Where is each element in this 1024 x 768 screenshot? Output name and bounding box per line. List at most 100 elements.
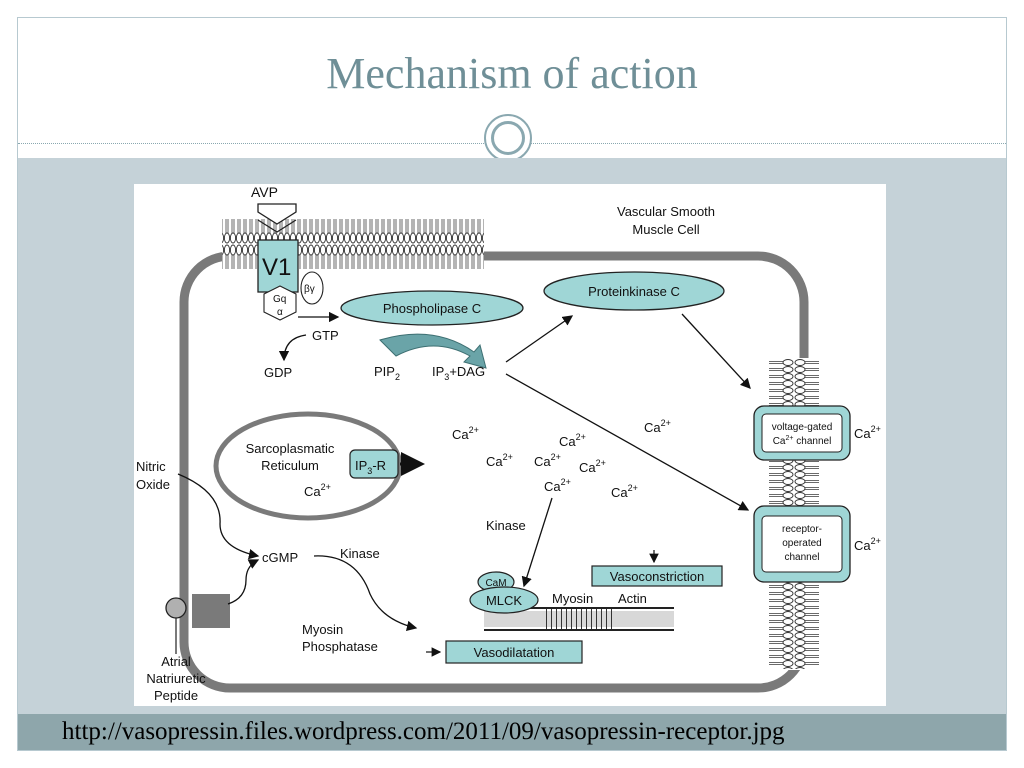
beta-gamma-label: βγ xyxy=(304,284,315,295)
ip-text: IP xyxy=(432,364,444,379)
mlck-label: MLCK xyxy=(486,593,522,608)
ip-subscript: 3 xyxy=(444,372,449,382)
v1-receptor xyxy=(257,239,299,293)
vg-label-line1: voltage-gated xyxy=(772,422,833,433)
ca-ion-2-text: Ca xyxy=(559,434,576,449)
ca-ion-7: Ca2+ xyxy=(544,477,571,494)
ca-ion-6: Ca2+ xyxy=(579,458,606,475)
ca-ion-4: Ca2+ xyxy=(486,452,513,469)
mlck xyxy=(469,586,539,614)
kinase-label-mlck: Kinase xyxy=(486,518,526,533)
myosin-crossbridges xyxy=(544,609,616,629)
cgmp-label: cGMP xyxy=(262,550,298,565)
ca-ion-3-text: Ca xyxy=(644,420,661,435)
ca-ion-3-sup: 2+ xyxy=(661,418,671,428)
receptor-operated-channel-label-box xyxy=(761,515,843,573)
kinase-label-cgmp: Kinase xyxy=(340,546,380,561)
ca-ion-5-text: Ca xyxy=(534,454,551,469)
ca-ion-3: Ca2+ xyxy=(644,418,671,435)
cam-label: CaM xyxy=(485,578,506,589)
arrow-pkc-to-vg-channel xyxy=(681,313,751,389)
ca-ion-7-text: Ca xyxy=(544,479,561,494)
vasodilatation-label: Vasodilatation xyxy=(474,645,555,660)
beta-gamma-subunit xyxy=(300,271,324,305)
avp-binding-site xyxy=(257,219,297,233)
arrow-cgmp-to-phosphatase xyxy=(313,555,418,631)
ca-ion-5: Ca2+ xyxy=(534,452,561,469)
vasodilatation-box xyxy=(445,640,583,664)
ca-ion-4-sup: 2+ xyxy=(503,452,513,462)
alpha-label: α xyxy=(277,307,283,318)
ip3r-label: IP3-R xyxy=(355,458,386,476)
cell-label-line1: Vascular Smooth xyxy=(617,204,715,219)
avp-label: AVP xyxy=(251,184,278,200)
gdp-label: GDP xyxy=(264,365,292,380)
source-url: http://vasopressin.files.wordpress.com/2… xyxy=(62,718,785,745)
phospholipase-c xyxy=(340,290,524,326)
ca-ion-2: Ca2+ xyxy=(559,432,586,449)
oxide-label: Oxide xyxy=(136,477,170,492)
ip3-receptor xyxy=(349,449,399,479)
vasoconstriction-box xyxy=(591,565,723,587)
vg-channel-text: channel xyxy=(793,436,831,447)
anp-label-line2: Natriuretic xyxy=(146,671,206,686)
gq-label: Gq xyxy=(273,294,286,305)
gq-alpha-subunit xyxy=(263,285,297,321)
ro-label-line2: operated xyxy=(782,538,821,549)
anp-label-line1: Atrial xyxy=(161,654,191,669)
guanylyl-cyclase-receptor xyxy=(192,594,230,628)
sr-label-line1: Sarcoplasmatic xyxy=(246,441,335,456)
phospholipase-c-label: Phospholipase C xyxy=(383,301,481,316)
source-footer: http://vasopressin.files.wordpress.com/2… xyxy=(18,714,1006,750)
myosin-phosphatase-line2: Phosphatase xyxy=(302,639,378,654)
vg-ca-superscript: 2+ xyxy=(786,435,794,442)
nitric-label: Nitric xyxy=(136,459,166,474)
slide-title: Mechanism of action xyxy=(326,49,698,98)
vg-ca-text: Ca xyxy=(773,436,786,447)
mechanism-diagram: AVP V1 Gq α βγ Phospholipase C Proteinki… xyxy=(134,184,886,706)
gtp-label: GTP xyxy=(312,328,339,343)
ca-ion-1: Ca2+ xyxy=(452,425,479,442)
ca-right-2-text: Ca xyxy=(854,538,871,553)
sarcoplasmatic-reticulum xyxy=(213,411,403,521)
ip3-dag-label: IP3+DAG xyxy=(432,364,485,382)
ca-sr-sup: 2+ xyxy=(321,482,331,492)
proteinkinase-c-label: Proteinkinase C xyxy=(588,284,680,299)
conversion-arrow-pip2 xyxy=(379,333,487,369)
ca-ion-7-sup: 2+ xyxy=(561,477,571,487)
anp-label-line3: Peptide xyxy=(154,688,198,703)
arrow-to-receptor-channel xyxy=(505,373,750,511)
ca-ion-5-sup: 2+ xyxy=(551,452,561,462)
ca-ion-8: Ca2+ xyxy=(611,483,638,500)
ca-ion-4-text: Ca xyxy=(486,454,503,469)
pip2-label: PIP2 xyxy=(374,364,400,382)
ro-label-line3: channel xyxy=(784,552,819,563)
diagram-svg: AVP V1 Gq α βγ Phospholipase C Proteinki… xyxy=(136,184,881,703)
ca-ion-6-sup: 2+ xyxy=(596,458,606,468)
vg-label-line2: Ca2+ channel xyxy=(773,435,832,447)
ro-label-line1: receptor- xyxy=(782,524,822,535)
myosin-phosphatase-line1: Myosin xyxy=(302,622,343,637)
ca-right-2: Ca2+ xyxy=(854,536,881,553)
ca-ion-1-sup: 2+ xyxy=(469,425,479,435)
ip3r-suffix: -R xyxy=(372,458,386,473)
arrow-no-to-cgmp xyxy=(177,473,260,560)
ca-sr: Ca2+ xyxy=(304,482,331,499)
proteinkinase-c xyxy=(543,271,725,311)
actin-label: Actin xyxy=(618,591,647,606)
pip-subscript: 2 xyxy=(395,372,400,382)
ca-right-1-sup: 2+ xyxy=(871,424,881,434)
ip3r-subscript: 3 xyxy=(367,466,372,476)
ca-ion-1-text: Ca xyxy=(452,427,469,442)
vasoconstriction-label: Vasoconstriction xyxy=(610,569,704,584)
divider-ring-ornament xyxy=(484,114,532,162)
cell-label-line2: Muscle Cell xyxy=(632,222,699,237)
ca-sr-text: Ca xyxy=(304,484,321,499)
ca-ion-2-sup: 2+ xyxy=(576,432,586,442)
dag-text: +DAG xyxy=(449,364,485,379)
anp-binding-site xyxy=(165,597,187,619)
sr-label-line2: Reticulum xyxy=(261,458,319,473)
arrow-gtp-to-gdp xyxy=(278,334,307,362)
ca-ion-8-text: Ca xyxy=(611,485,628,500)
ca-right-1-text: Ca xyxy=(854,426,871,441)
